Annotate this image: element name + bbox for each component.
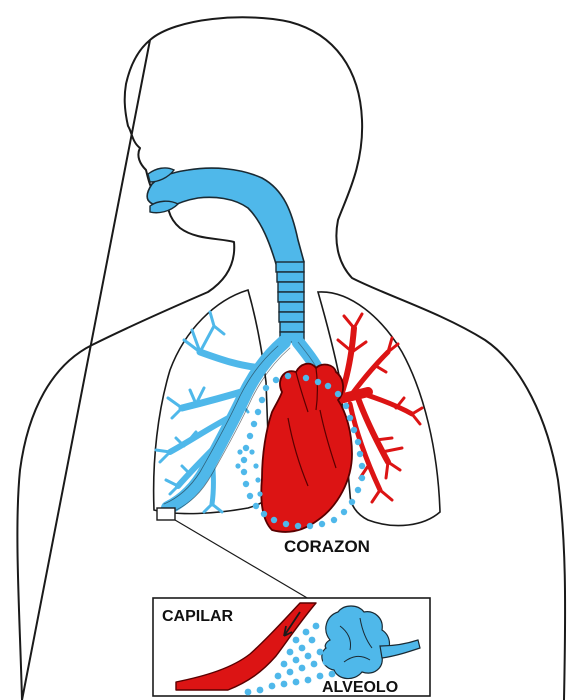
trachea (276, 262, 304, 342)
heart-label: CORAZON (284, 537, 370, 556)
alveolus-label: ALVEOLO (322, 679, 398, 696)
heart (261, 364, 352, 532)
magnification-leader-line (175, 520, 314, 602)
capillary-label: CAPILAR (162, 608, 234, 625)
sample-region-box (157, 508, 175, 520)
